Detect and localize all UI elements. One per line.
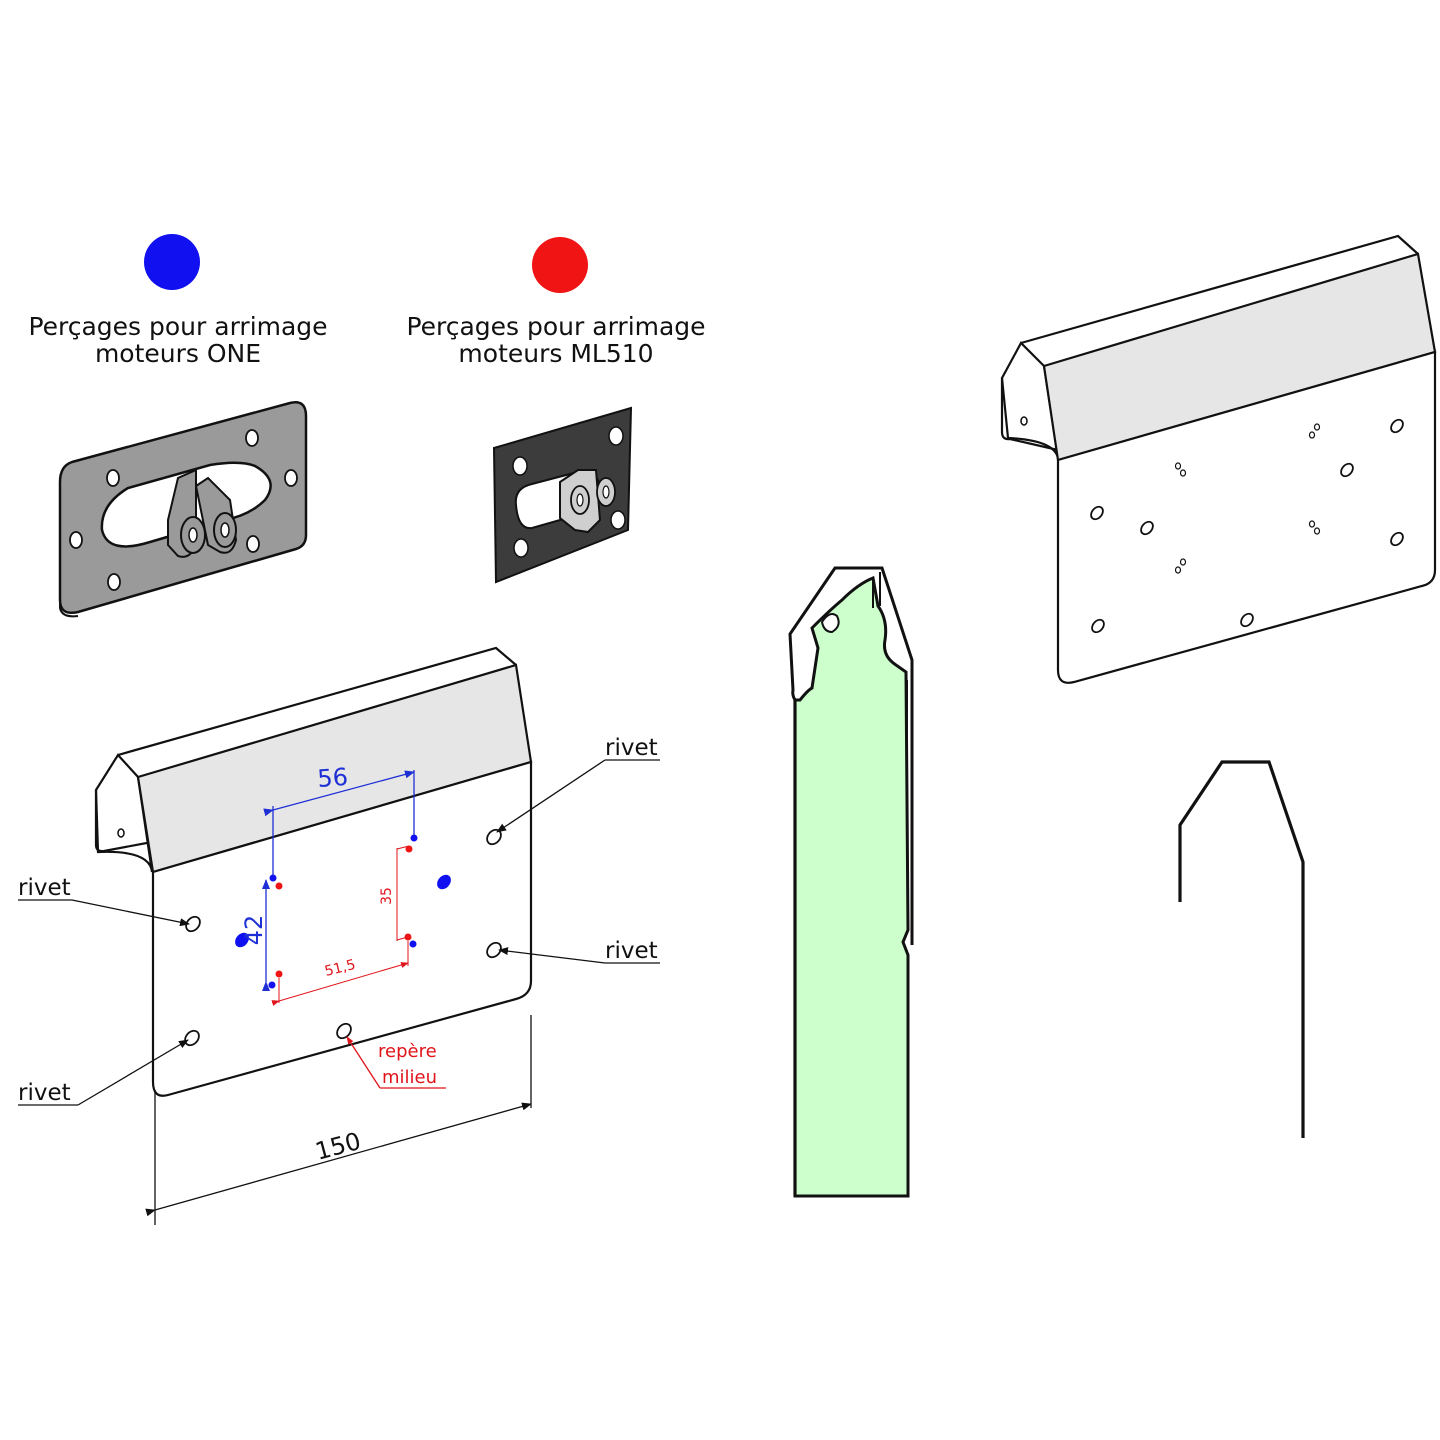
profile-section-drawing xyxy=(788,566,914,1198)
dim-51-5-label: 51,5 xyxy=(323,957,357,980)
legend-ml510: Perçages pour arrimage moteurs ML510 xyxy=(406,237,706,368)
legend-ml510-line1: Perçages pour arrimage xyxy=(406,312,705,341)
legend-one-line1: Perçages pour arrimage xyxy=(28,312,327,341)
main-plate-drawing: 56 42 35 51,5 150 rivet rivet rivet rive… xyxy=(18,646,660,1225)
iso-plate-drawing xyxy=(1000,234,1437,684)
dim-150-label: 150 xyxy=(312,1127,363,1166)
profile-outline-drawing xyxy=(1178,760,1305,1138)
bracket-one-image xyxy=(58,401,308,618)
repere-label-line2: milieu xyxy=(382,1067,437,1088)
repere-label-line1: repère xyxy=(378,1041,437,1062)
rivet-label-left: rivet xyxy=(18,875,71,901)
blue-dot-icon xyxy=(144,234,200,290)
rivet-label-top-right: rivet xyxy=(605,735,658,761)
bracket-ml510-image xyxy=(492,406,633,584)
legend-one-line2: moteurs ONE xyxy=(95,339,261,368)
dim-42-label: 42 xyxy=(240,915,268,946)
dim-35-label: 35 xyxy=(379,887,395,905)
rivet-label-bottom-left: rivet xyxy=(18,1080,71,1106)
legend-ml510-line2: moteurs ML510 xyxy=(458,339,653,368)
legend-one: Perçages pour arrimage moteurs ONE xyxy=(28,234,328,368)
dim-56-label: 56 xyxy=(316,763,348,793)
rivet-label-right: rivet xyxy=(605,938,658,964)
red-dot-icon xyxy=(532,237,588,293)
